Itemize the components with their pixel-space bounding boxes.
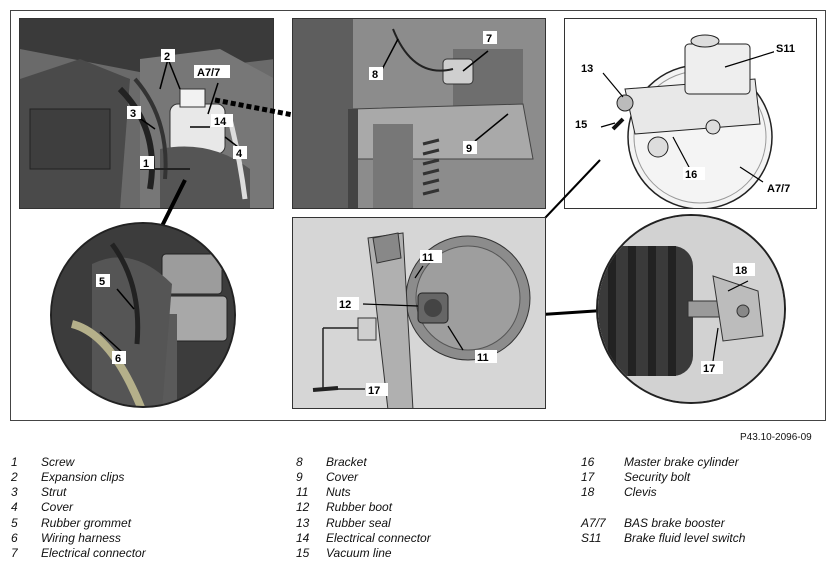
callout-1: 1 [143, 158, 149, 170]
callout-16: 16 [685, 169, 697, 181]
callout-12: 12 [339, 299, 351, 311]
callout-s11: S11 [776, 43, 795, 55]
callout-6: 6 [115, 353, 121, 365]
callout-13: 13 [581, 63, 593, 75]
callout-a7-7-booster: A7/7 [767, 183, 790, 195]
grommet-illustration: 5 6 [52, 224, 234, 406]
panel-engine-bay: 2 A7/7 3 14 4 1 [19, 18, 274, 209]
callout-a7-7: A7/7 [197, 67, 220, 79]
panel-bracket-cover: 8 7 9 [292, 18, 546, 209]
detail-circle-clevis: 18 17 [596, 214, 786, 404]
engine-bay-illustration: 2 A7/7 3 14 4 1 [20, 19, 273, 208]
callout-4: 4 [236, 148, 243, 160]
callout-2: 2 [164, 51, 170, 63]
callout-15: 15 [575, 119, 587, 131]
brake-booster-illustration: 13 S11 15 16 A7/7 [573, 34, 804, 208]
callout-3: 3 [130, 108, 136, 120]
clevis-illustration: 18 17 [598, 216, 784, 402]
callout-9: 9 [466, 143, 472, 155]
callout-11-bottom: 11 [477, 352, 489, 364]
callout-7: 7 [486, 33, 492, 45]
callout-8: 8 [372, 69, 378, 81]
callout-17-pedal: 17 [368, 385, 380, 397]
callout-14: 14 [214, 116, 227, 128]
callout-18: 18 [735, 265, 747, 277]
bracket-cover-illustration: 8 7 9 [293, 19, 545, 208]
panel-pedal-mounting: 11 12 11 17 [292, 217, 546, 409]
panel-brake-booster: 13 S11 15 16 A7/7 [564, 18, 817, 209]
pedal-mounting-illustration: 11 12 11 17 [293, 218, 545, 408]
callout-17-clevis: 17 [703, 363, 715, 375]
callout-5: 5 [99, 276, 105, 288]
callout-11-top: 11 [422, 252, 434, 264]
figure-reference: P43.10-2096-09 [740, 432, 812, 443]
detail-circle-grommet: 5 6 [50, 222, 236, 408]
